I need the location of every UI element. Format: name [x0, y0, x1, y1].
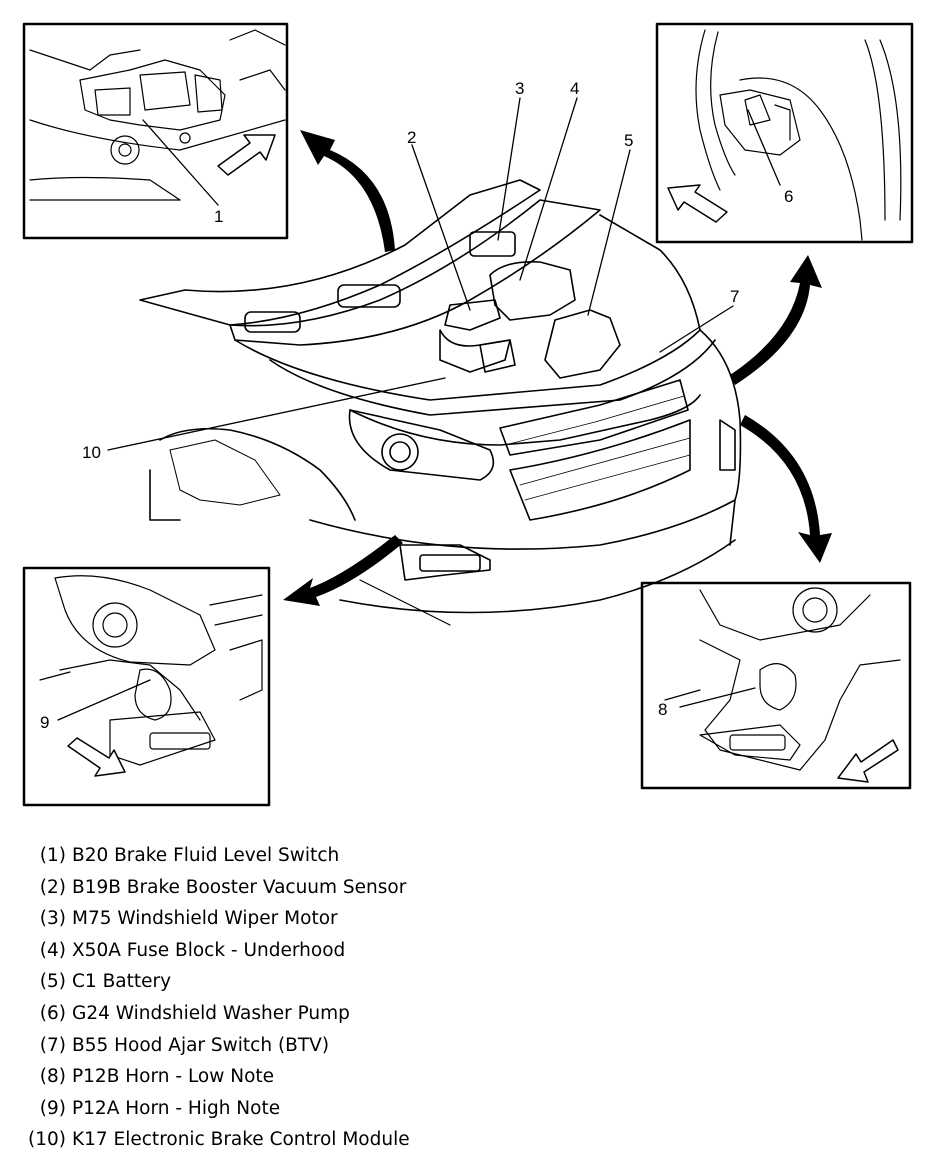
component-locator-diagram: 1 2 3 4 5 6 7 8 9 10: [22, 22, 914, 807]
legend-text: M75 Windshield Wiper Motor: [72, 908, 338, 930]
legend-text: G24 Windshield Washer Pump: [72, 1002, 350, 1024]
legend-item: (1) B20 Brake Fluid Level Switch: [18, 840, 410, 872]
callout-labels: 1 2 3 4 5 6 7 8 9 10: [40, 79, 793, 732]
legend-number: (1): [39, 845, 66, 866]
component-legend: (1) B20 Brake Fluid Level Switch (2) B19B …: [18, 840, 410, 1156]
callout-8: 8: [658, 700, 667, 719]
legend-number: (6): [39, 1002, 66, 1024]
legend-text: B19B Brake Booster Vacuum Sensor: [72, 876, 407, 898]
inset-washer-pump-view: [655, 22, 914, 244]
legend-text: C1 Battery: [72, 971, 172, 993]
legend-item: (9) P12A Horn - High Note: [18, 1093, 410, 1125]
leader-lines: [57, 97, 781, 721]
legend-item: (6) G24 Windshield Washer Pump: [18, 998, 410, 1030]
legend-text: K17 Electronic Brake Control Module: [72, 1129, 410, 1151]
inset-fuse-block-view: [22, 22, 289, 240]
callout-4: 4: [570, 79, 579, 98]
legend-item: (10) K17 Electronic Brake Control Module: [18, 1124, 410, 1156]
callout-10: 10: [82, 443, 101, 462]
legend-number: (8): [39, 1066, 66, 1088]
legend-number: (3): [39, 908, 66, 930]
legend-text: B20 Brake Fluid Level Switch: [72, 845, 340, 866]
callout-9: 9: [40, 713, 49, 732]
legend-text: P12A Horn - High Note: [72, 1097, 281, 1119]
callout-1: 1: [214, 207, 223, 226]
legend-number: (5): [39, 971, 66, 993]
callout-5: 5: [624, 131, 633, 150]
legend-text: X50A Fuse Block - Underhood: [72, 939, 346, 961]
callout-7: 7: [730, 287, 739, 306]
callout-2: 2: [407, 128, 416, 147]
legend-number: (10): [28, 1129, 66, 1151]
legend-number: (4): [39, 939, 66, 961]
inset-horn-high-note-view: [22, 566, 271, 807]
legend-item: (4) X50A Fuse Block - Underhood: [18, 935, 410, 967]
vehicle-front-illustration: [139, 179, 742, 626]
legend-text: B55 Hood Ajar Switch (BTV): [72, 1034, 330, 1056]
legend-number: (7): [39, 1034, 66, 1056]
callout-6: 6: [784, 187, 793, 206]
legend-item: (7) B55 Hood Ajar Switch (BTV): [18, 1030, 410, 1062]
legend-item: (3) M75 Windshield Wiper Motor: [18, 903, 410, 935]
legend-number: (2): [39, 876, 66, 898]
legend-item: (5) C1 Battery: [18, 966, 410, 998]
inset-horn-low-note-view: [640, 581, 912, 790]
legend-item: (8) P12B Horn - Low Note: [18, 1061, 410, 1093]
callout-3: 3: [515, 79, 524, 98]
legend-item: (2) B19B Brake Booster Vacuum Sensor: [18, 872, 410, 904]
legend-text: P12B Horn - Low Note: [72, 1066, 275, 1088]
view-arrows: [283, 130, 832, 606]
legend-number: (9): [39, 1097, 66, 1119]
